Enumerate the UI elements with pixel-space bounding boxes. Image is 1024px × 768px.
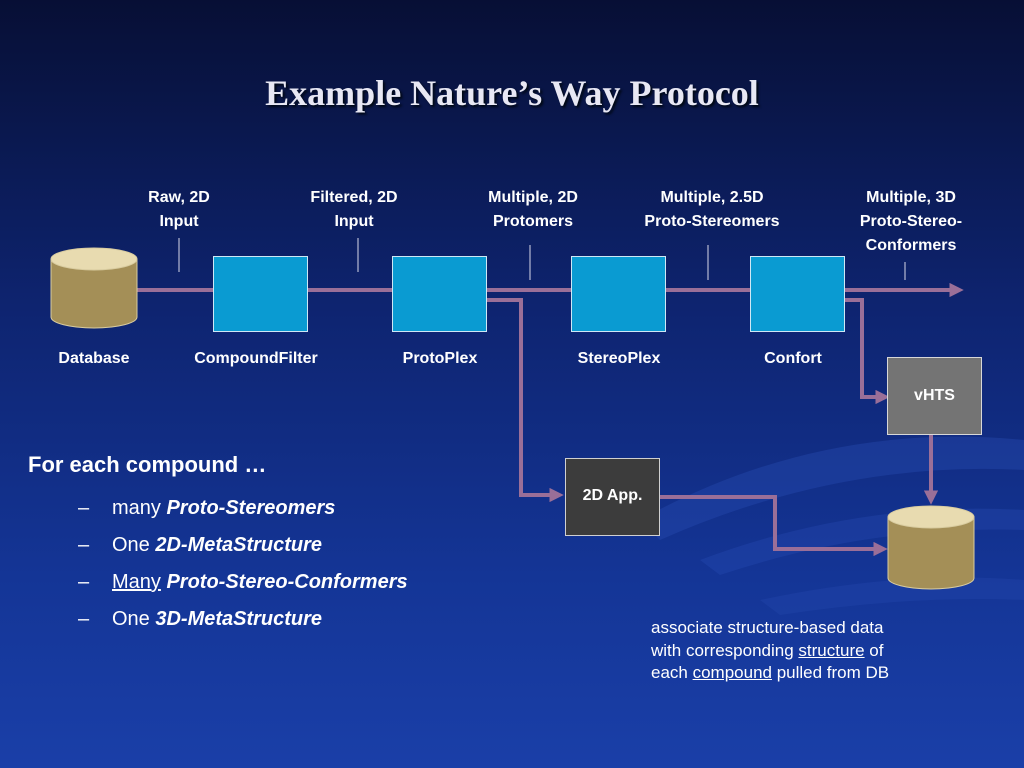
arrow-protoplex-to-2d-app: [487, 298, 564, 503]
bullet-item: –One 2D-MetaStructure: [78, 534, 323, 556]
2d-app-box: 2D App.: [565, 458, 660, 536]
stereoplex-box: [571, 256, 666, 332]
arrow-confort-to-vhts: [845, 298, 890, 405]
protoplex-box: [392, 256, 487, 332]
note-text: associate structure-based data with corr…: [651, 618, 890, 682]
bullet-item: –One 3D-MetaStructure: [78, 608, 323, 630]
protoplex-label: ProtoPlex: [402, 350, 478, 367]
database-cylinder: [50, 247, 138, 329]
bullet-item: –many Proto-Stereomers: [78, 497, 336, 519]
confort-label: Confort: [764, 350, 822, 367]
vhts-box: vHTS: [887, 357, 982, 435]
compound-filter-box: [213, 256, 308, 332]
result-database-cylinder: [887, 505, 975, 590]
compound-filter-label: CompoundFilter: [194, 350, 318, 367]
bullet-heading: For each compound …: [28, 452, 267, 477]
confort-box: [750, 256, 845, 332]
arrow-2d-app-to-result-db: [659, 495, 888, 557]
bullet-list: For each compound … –many Proto-Stereome…: [28, 452, 548, 638]
database-label: Database: [58, 350, 130, 367]
stereoplex-label: StereoPlex: [577, 350, 661, 367]
bullet-item: –Many Proto-Stereo-Conformers: [78, 571, 408, 593]
slide-title: Example Nature’s Way Protocol: [265, 73, 759, 113]
